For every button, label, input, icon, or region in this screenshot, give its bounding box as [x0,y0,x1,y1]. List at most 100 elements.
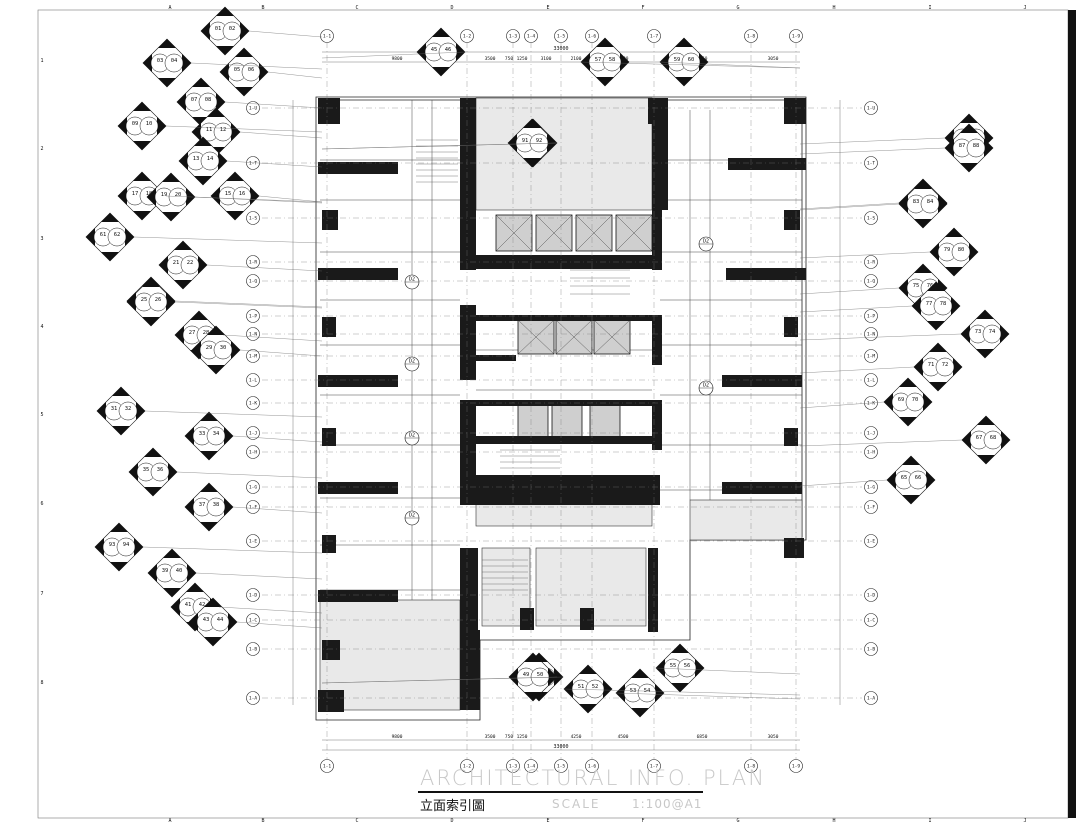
callout-leader [258,195,323,203]
callout-arrow [194,137,212,146]
scale-value: 1:100@A1 [632,797,703,811]
callout-arrow [523,119,541,128]
callout-circle [585,679,605,699]
callout-number: 02 [229,26,236,32]
callout-arrow [228,613,237,631]
callout-arrow [144,448,162,457]
callout-number: 38 [213,502,220,508]
grid-bubble-left: 1-Q [249,279,258,285]
callout-arrow [185,427,194,445]
callout-number: 10 [146,121,153,127]
callout-arrow [171,598,180,616]
callout-number: 31 [111,406,118,412]
grid-bubble-top-circle [524,29,538,43]
callout-leader [655,667,801,675]
callout-circle [241,62,261,82]
callout-circle [983,430,1003,450]
drawing-title-cn: 立面索引圖 [420,799,486,814]
title-underline [418,791,703,793]
callout-arrow [671,683,689,692]
callout-arrow [902,456,920,465]
callout-circle [966,138,986,158]
callout-arrow [168,463,177,481]
room-tag: D2 [404,510,420,526]
callout-arrow [524,692,542,701]
grid-bubble-right-circle [864,101,878,115]
callout-arrow [204,637,222,646]
border-col-label: B [261,5,264,11]
grid-bubble-bottom-circle [524,759,538,773]
grid-bubble-right: 1-D [867,593,876,599]
callout-circle [206,497,226,517]
callout-arrow [631,669,649,678]
callout-circle [206,426,226,446]
room-tag: D2 [698,236,714,252]
callout-number: 94 [123,542,130,548]
border-row-label: 6 [40,501,43,507]
callout-number: 70 [912,397,919,403]
grid-bubble-right: 1-M [867,354,876,360]
room-tag-label: D2 [409,277,415,283]
room-tag-label: D2 [703,383,709,389]
grid-bubble-bottom-circle [744,759,758,773]
grid-bubble-left-circle [246,255,260,269]
callout-leader [142,546,323,554]
callout-circle [905,392,925,412]
callout-circle [107,227,127,247]
border-row-label: 5 [40,412,43,418]
grid-bubble-bottom-circle [585,759,599,773]
grid-bubble-left-circle [246,480,260,494]
callout-arrow [695,659,704,677]
dim-bottom: 4500 [618,734,629,740]
grid-bubble-right: 1-G [867,485,876,491]
callout-number: 05 [234,67,241,73]
grid-bubble-right-circle [864,349,878,363]
callout-arrow [192,123,201,141]
grid-bubble-right: 1-U [867,106,876,112]
callout-arrow [912,297,921,315]
grid-bubble-left-circle [246,534,260,548]
callout-arrow [226,211,244,220]
grid-bubble-left-circle [246,373,260,387]
callout-arrow [159,256,168,274]
callout-arrow [218,152,227,170]
callout-leader [659,61,801,69]
grid-bubble-right-circle [864,588,878,602]
grid-bubble-right: 1-F [867,505,876,511]
callout-arrow [125,228,134,246]
grid-bubble-right: 1-L [867,378,876,384]
callout-arrow [596,38,614,47]
callout-arrow [951,297,960,315]
callout-leader [799,202,900,210]
callout-number: 33 [199,431,206,437]
callout-circle [213,122,233,142]
callout-leader [799,251,931,259]
grid-bubble-left-circle [246,691,260,705]
grid-bubble-right: 1-N [867,332,876,338]
border-row-label: 3 [40,236,43,242]
callout-arrow [129,463,138,481]
callout-arrow [112,387,130,396]
grid-bubble-right-circle [864,480,878,494]
grid-bubble-bottom-circle [506,759,520,773]
callout-arrow [226,172,244,181]
callout-arrow [902,495,920,504]
grid-bubble-right-circle [864,642,878,656]
dim-top: 2100 [571,56,582,62]
callout-arrow [927,282,945,291]
callout-circle [637,683,657,703]
callout-arrow [509,668,518,686]
border-col-label: A [168,5,171,11]
grid-bubble-left: 1-G [249,485,258,491]
callout-number: 57 [595,57,602,63]
callout-arrow [929,382,947,391]
grid-bubble-right-circle [864,534,878,548]
dim-bottom: 750 [505,734,513,740]
grid-bubble-left-circle [246,642,260,656]
